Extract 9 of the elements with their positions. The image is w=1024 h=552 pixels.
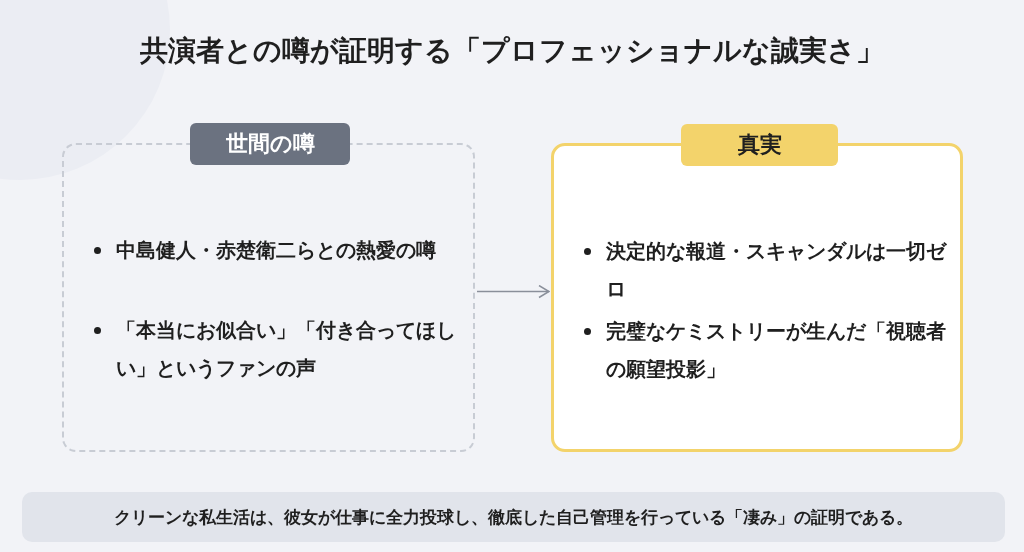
heading-tab: 真実 (681, 124, 838, 166)
bullet-item: 「本当にお似合い」「付き合ってほしい」というファンの声 (94, 311, 476, 387)
bullet-item: 完璧なケミストリーが生んだ「視聴者の願望投影」 (584, 312, 956, 388)
arrow (476, 284, 550, 299)
bullet-item: 決定的な報道・スキャンダルは一切ゼロ (584, 232, 956, 308)
heading-tab: 世間の噂 (190, 123, 350, 165)
title: 共演者との噂が証明する「プロフェッショナルな誠実さ」 (139, 33, 885, 69)
bullet-item: 中島健人・赤楚衛二らとの熱愛の噂 (94, 231, 476, 269)
summary-band: クリーンな私生活は、彼女が仕事に全力投球し、徹底した自己管理を行っている「凄み」の証明である。 (22, 492, 1005, 542)
